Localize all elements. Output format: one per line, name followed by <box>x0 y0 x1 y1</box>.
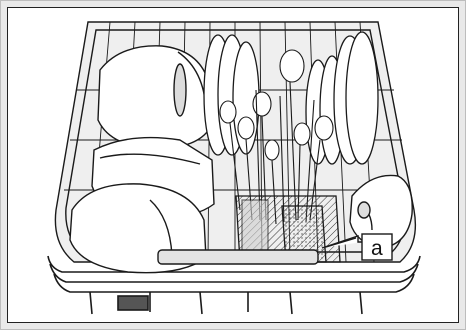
callout-label: a <box>371 238 383 259</box>
bowl-upper-left <box>98 46 210 148</box>
basket-handle <box>158 250 318 264</box>
